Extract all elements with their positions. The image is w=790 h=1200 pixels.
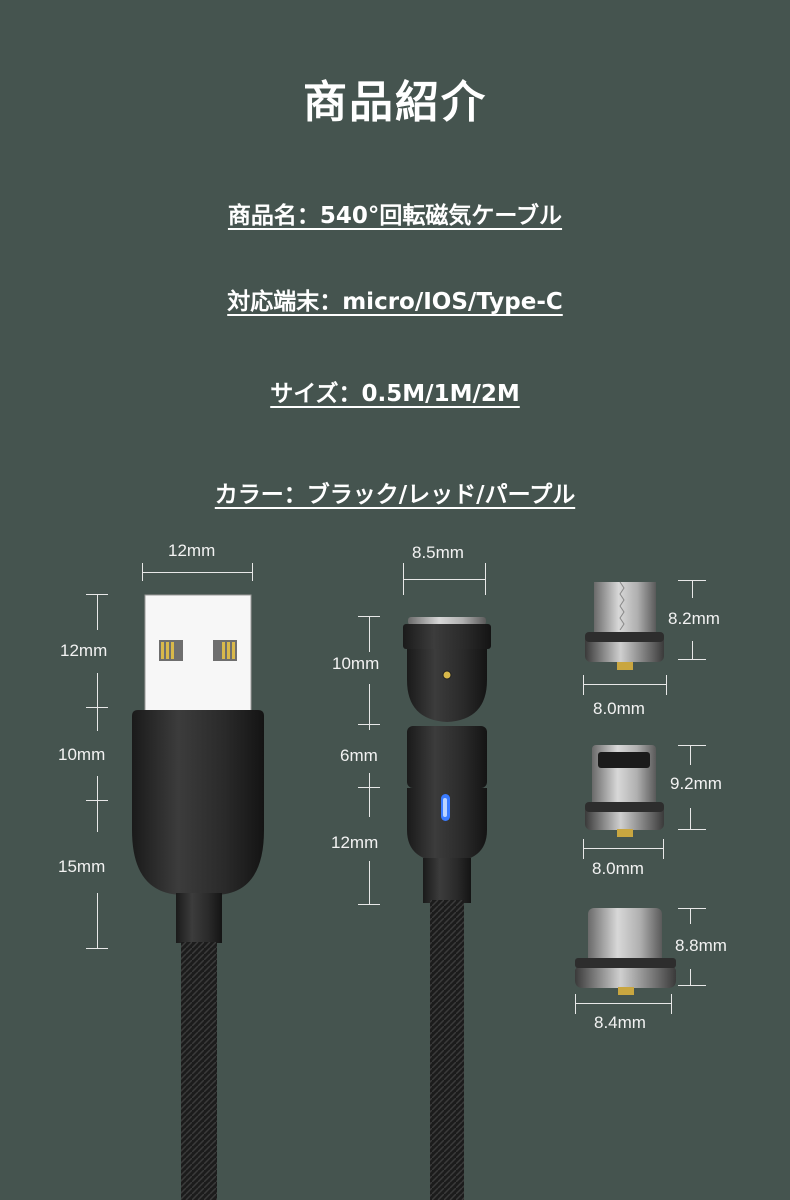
spec-color: カラー：ブラック/レッド/パープル [214, 482, 576, 508]
spec-product-name: 商品名：540°回転磁気ケーブル [227, 203, 563, 229]
spec-compatible-devices: 対応端末：micro/IOS/Type-C [227, 289, 563, 315]
usb-a-connector [132, 594, 264, 1200]
lightning-tip [585, 745, 664, 837]
page-title: 商品紹介 [303, 77, 487, 128]
type-c-tip [575, 908, 676, 995]
magnetic-head [403, 617, 491, 1200]
micro-usb-tip [585, 581, 664, 670]
spec-size: サイズ：0.5M/1M/2M [270, 381, 520, 407]
